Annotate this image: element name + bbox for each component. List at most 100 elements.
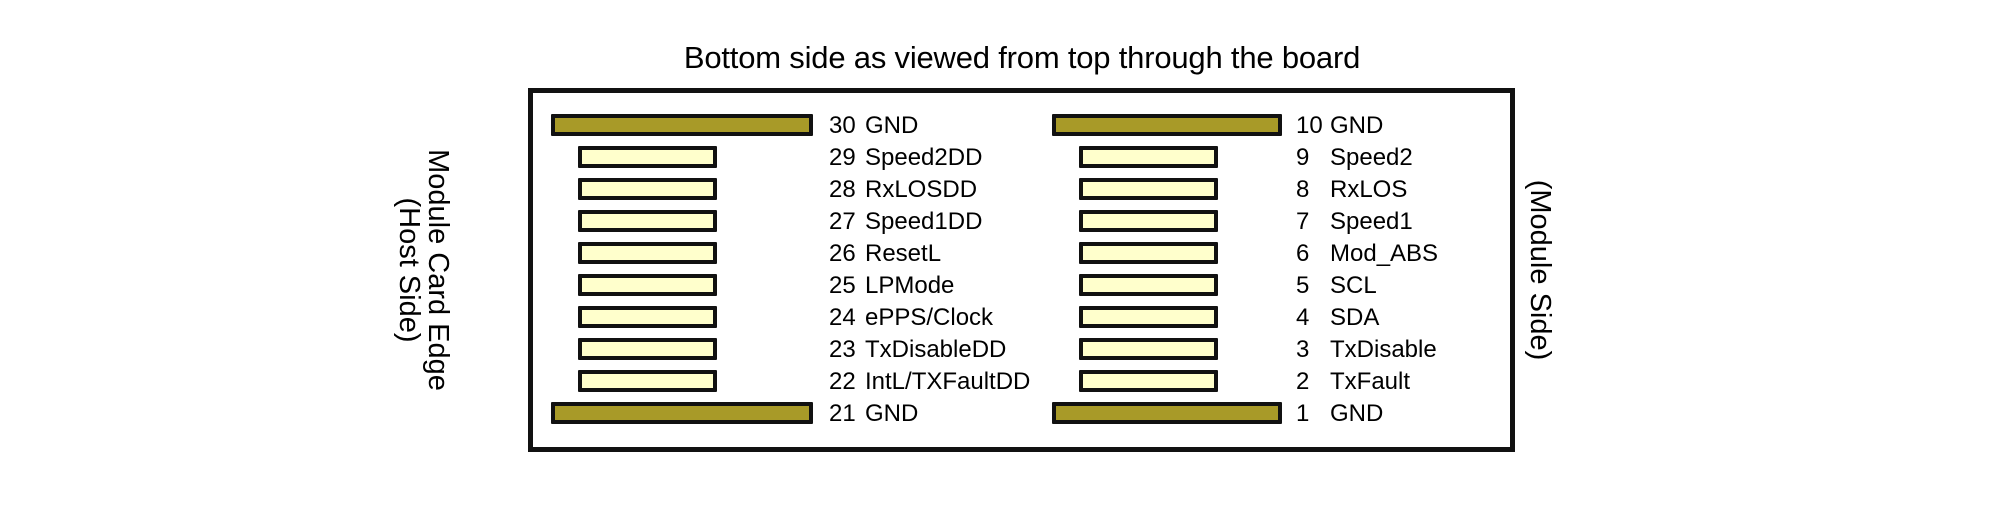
pin-number: 9: [1296, 144, 1310, 171]
pin-signal-name: ePPS/Clock: [865, 304, 994, 331]
pin-signal-name: Speed1DD: [865, 208, 983, 235]
ground-pad: [551, 402, 813, 424]
pin-signal-name: SDA: [1330, 304, 1380, 331]
pin-signal-name: Speed2DD: [865, 144, 983, 171]
pin-row: 7 Speed1: [1052, 206, 1462, 238]
pin-label: 3 TxDisable: [1296, 334, 1437, 366]
pin-row: 29 Speed2DD: [551, 142, 991, 174]
pin-row: 30 GND: [551, 110, 991, 142]
signal-pad: [578, 242, 717, 264]
pin-label: 26 ResetL: [829, 238, 941, 270]
signal-pad: [578, 370, 717, 392]
pin-number: 22: [829, 368, 856, 395]
pin-signal-name: ResetL: [865, 240, 942, 267]
signal-pad: [578, 338, 717, 360]
signal-pad: [1079, 178, 1218, 200]
pin-signal-name: LPMode: [865, 272, 955, 299]
pin-label: 7 Speed1: [1296, 206, 1413, 238]
pin-label: 24 ePPS/Clock: [829, 302, 993, 334]
pin-signal-name: TxDisableDD: [865, 336, 1007, 363]
pin-number: 29: [829, 144, 856, 171]
signal-pad: [578, 274, 717, 296]
pin-signal-name: RxLOSDD: [865, 176, 978, 203]
pin-label: 25 LPMode: [829, 270, 954, 302]
pin-number: 1: [1296, 400, 1310, 427]
pin-signal-name: IntL/TXFaultDD: [865, 368, 1031, 395]
pin-number: 25: [829, 272, 856, 299]
pin-signal-name: Speed2: [1330, 144, 1413, 171]
pin-signal-name: TxDisable: [1330, 336, 1437, 363]
host-side-caption-line1: Module Card Edge: [422, 149, 454, 391]
ground-pad: [551, 114, 813, 136]
pin-row: 24 ePPS/Clock: [551, 302, 993, 334]
host-side-caption: Module Card Edge (Host Side): [388, 88, 458, 452]
page-title: Bottom side as viewed from top through t…: [683, 40, 1361, 75]
pin-number: 23: [829, 336, 856, 363]
pin-number: 3: [1296, 336, 1310, 363]
signal-pad: [1079, 242, 1218, 264]
signal-pad: [578, 306, 717, 328]
signal-pad: [1079, 210, 1218, 232]
pin-number: 26: [829, 240, 856, 267]
pin-row: 4 SDA: [1052, 302, 1462, 334]
pin-number: 30: [829, 112, 856, 139]
pin-signal-name: SCL: [1330, 272, 1377, 299]
signal-pad: [578, 178, 717, 200]
signal-pad: [1079, 338, 1218, 360]
signal-pad: [1079, 306, 1218, 328]
pin-row: 26 ResetL: [551, 238, 991, 270]
pin-number: 21: [829, 400, 856, 427]
pin-number: 8: [1296, 176, 1310, 203]
signal-pad: [578, 146, 717, 168]
pin-label: 23 TxDisableDD: [829, 334, 1006, 366]
pin-row: 8 RxLOS: [1052, 174, 1462, 206]
pin-number: 4: [1296, 304, 1310, 331]
pin-label: 9 Speed2: [1296, 142, 1413, 174]
pin-signal-name: TxFault: [1330, 368, 1411, 395]
pin-label: 30 GND: [829, 110, 918, 142]
signal-pad: [1079, 370, 1218, 392]
pin-label: 8 RxLOS: [1296, 174, 1407, 206]
pin-row: 22 IntL/TXFaultDD: [551, 366, 1030, 398]
pin-label: 10 GND: [1296, 110, 1383, 142]
pin-row: 25 LPMode: [551, 270, 991, 302]
ground-pad: [1052, 114, 1282, 136]
pin-number: 10: [1296, 112, 1323, 139]
pin-signal-name: GND: [865, 400, 919, 427]
pin-row: 21 GND: [551, 398, 991, 430]
pin-number: 5: [1296, 272, 1310, 299]
ground-pad: [1052, 402, 1282, 424]
signal-pad: [1079, 274, 1218, 296]
signal-pad: [578, 210, 717, 232]
pin-row: 10 GND: [1052, 110, 1462, 142]
pin-row: 5 SCL: [1052, 270, 1462, 302]
pin-signal-name: GND: [1330, 112, 1384, 139]
pin-row: 2 TxFault: [1052, 366, 1462, 398]
pin-label: 21 GND: [829, 398, 918, 430]
pin-signal-name: Speed1: [1330, 208, 1413, 235]
pin-number: 6: [1296, 240, 1310, 267]
pin-number: 2: [1296, 368, 1310, 395]
module-side-caption-text: (Module Side): [1524, 179, 1557, 361]
pin-label: 5 SCL: [1296, 270, 1377, 302]
pin-row: 23 TxDisableDD: [551, 334, 1006, 366]
pin-signal-name: RxLOS: [1330, 176, 1408, 203]
pin-label: 22 IntL/TXFaultDD: [829, 366, 1030, 398]
pin-label: 29 Speed2DD: [829, 142, 982, 174]
pin-number: 7: [1296, 208, 1310, 235]
pin-row: 9 Speed2: [1052, 142, 1462, 174]
host-side-caption-line2: (Host Side): [393, 197, 425, 343]
pin-number: 24: [829, 304, 856, 331]
signal-pad: [1079, 146, 1218, 168]
pin-signal-name: GND: [865, 112, 919, 139]
